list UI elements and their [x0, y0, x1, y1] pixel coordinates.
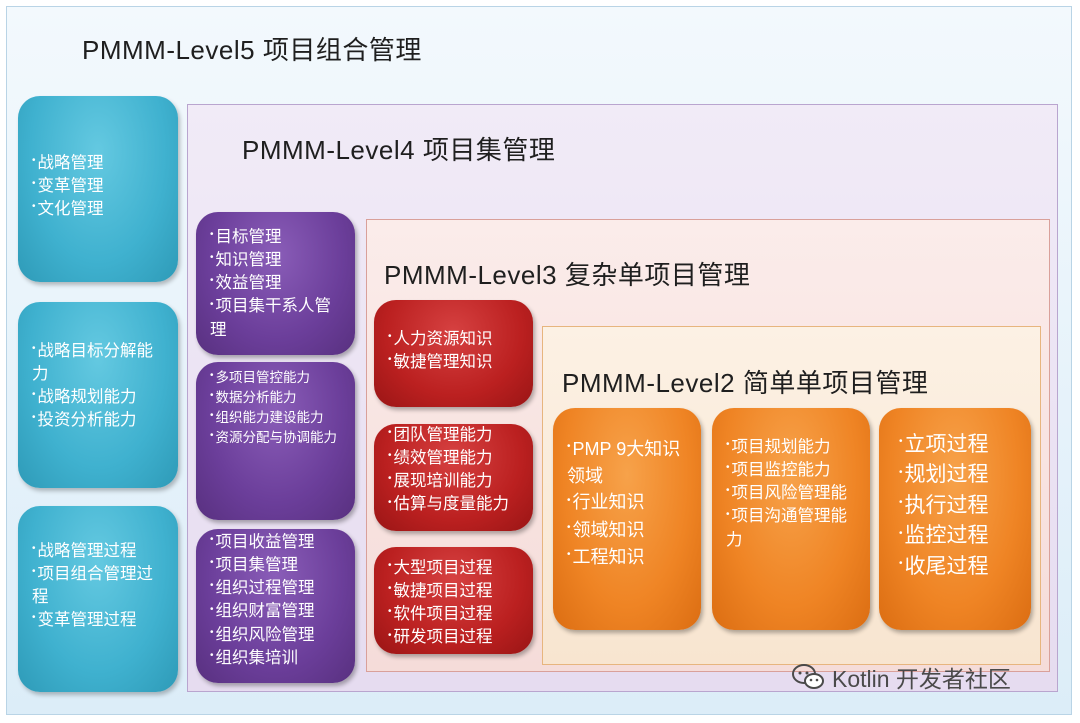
list-item: 组织财富管理 [210, 600, 345, 623]
level3-title: PMMM-Level3 复杂单项目管理 [384, 260, 751, 290]
list-item: 项目沟通管理能力 [726, 505, 860, 551]
level3-box-knowledge: 人力资源知识敏捷管理知识 [374, 300, 533, 407]
level2-box-capability: 项目规划能力项目监控能力项目风险管理能项目沟通管理能力 [712, 408, 870, 630]
level5-box-management: 战略管理变革管理文化管理 [18, 96, 178, 282]
list-item: 组织能力建设能力 [210, 408, 345, 428]
list-item: 工程知识 [567, 544, 691, 571]
list-item: 组织风险管理 [210, 624, 345, 647]
list-item: 项目规划能力 [726, 436, 860, 459]
level2-title: PMMM-Level2 简单单项目管理 [562, 368, 929, 398]
list-item: 执行过程 [899, 491, 1021, 521]
list-item: 研发项目过程 [388, 626, 523, 649]
level3-box-process: 大型项目过程敏捷项目过程软件项目过程研发项目过程 [374, 547, 533, 654]
list-item: 变革管理过程 [32, 609, 168, 632]
list-item: 组织集培训 [210, 647, 345, 670]
list-item: 软件项目过程 [388, 603, 523, 626]
list-item: 绩效管理能力 [388, 447, 523, 470]
list-item: PMP 9大知识领域 [567, 436, 691, 489]
list-item: 战略规划能力 [32, 386, 168, 409]
list-item: 战略管理过程 [32, 540, 168, 563]
list-item: 战略管理 [32, 152, 168, 175]
list-item: 领域知识 [567, 517, 691, 544]
level3-box-capability: 团队管理能力绩效管理能力展现培训能力估算与度量能力 [374, 424, 533, 531]
list-item: 估算与度量能力 [388, 493, 523, 516]
list-item: 项目集干系人管理 [210, 295, 345, 341]
list-item: 项目风险管理能 [726, 482, 860, 505]
list-item: 项目监控能力 [726, 459, 860, 482]
list-item: 收尾过程 [899, 552, 1021, 582]
list-item: 数据分析能力 [210, 388, 345, 408]
list-item: 敏捷管理知识 [388, 351, 523, 374]
list-item: 项目集管理 [210, 554, 345, 577]
list-item: 文化管理 [32, 198, 168, 221]
list-item: 团队管理能力 [388, 424, 523, 447]
list-item: 行业知识 [567, 489, 691, 516]
list-item: 规划过程 [899, 460, 1021, 490]
list-item: 大型项目过程 [388, 557, 523, 580]
level4-box-process: 项目收益管理项目集管理组织过程管理组织财富管理组织风险管理组织集培训 [196, 529, 355, 683]
wechat-icon [792, 664, 824, 689]
level4-box-capability: 多项目管控能力数据分析能力组织能力建设能力资源分配与协调能力 [196, 362, 355, 520]
level5-box-process: 战略管理过程项目组合管理过程变革管理过程 [18, 506, 178, 692]
list-item: 资源分配与协调能力 [210, 428, 345, 448]
list-item: 效益管理 [210, 272, 345, 295]
watermark: Kotlin 开发者社区 [792, 660, 1011, 694]
level5-title: PMMM-Level5 项目组合管理 [82, 35, 422, 65]
level4-title: PMMM-Level4 项目集管理 [242, 135, 556, 165]
watermark-text: Kotlin 开发者社区 [832, 666, 1011, 692]
list-item: 项目组合管理过程 [32, 563, 168, 609]
list-item: 投资分析能力 [32, 409, 168, 432]
list-item: 目标管理 [210, 226, 345, 249]
list-item: 敏捷项目过程 [388, 580, 523, 603]
level5-box-capability: 战略目标分解能力战略规划能力投资分析能力 [18, 302, 178, 488]
level2-box-process: 立项过程规划过程执行过程监控过程收尾过程 [879, 408, 1031, 630]
list-item: 变革管理 [32, 175, 168, 198]
list-item: 多项目管控能力 [210, 368, 345, 388]
list-item: 项目收益管理 [210, 531, 345, 554]
level4-box-management: 目标管理知识管理效益管理项目集干系人管理 [196, 212, 355, 355]
list-item: 知识管理 [210, 249, 345, 272]
level2-box-knowledge: PMP 9大知识领域行业知识领域知识工程知识 [553, 408, 701, 630]
list-item: 监控过程 [899, 521, 1021, 551]
list-item: 展现培训能力 [388, 470, 523, 493]
list-item: 人力资源知识 [388, 328, 523, 351]
list-item: 立项过程 [899, 430, 1021, 460]
list-item: 战略目标分解能力 [32, 340, 168, 386]
list-item: 组织过程管理 [210, 577, 345, 600]
